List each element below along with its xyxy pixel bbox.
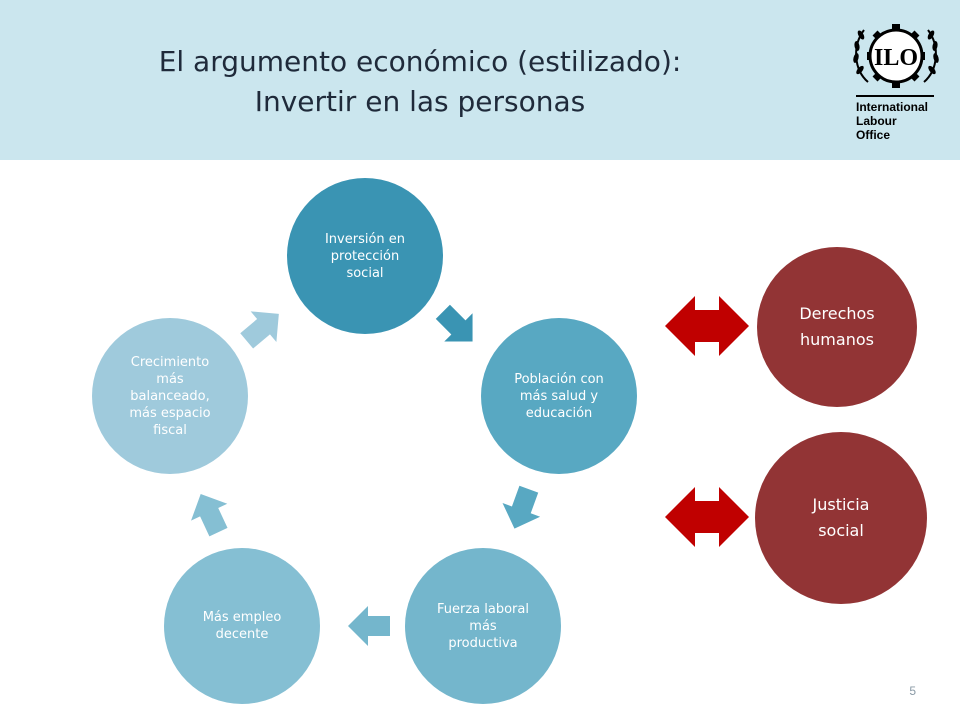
side-text: Justicia — [812, 495, 870, 514]
node-text: productiva — [448, 635, 518, 651]
node-text: más espacio — [129, 405, 211, 421]
side-text: Derechos — [799, 304, 875, 323]
double-arrow-icon — [665, 296, 749, 356]
logo-text-2: Labour — [856, 114, 897, 128]
side-node-social-justice: Justicia social — [755, 432, 927, 604]
node-text: balanceado, — [130, 388, 210, 404]
cycle-node-workforce: Fuerza laboral más productiva — [405, 548, 561, 704]
double-arrow-icon — [665, 487, 749, 547]
node-text: Más empleo — [202, 610, 282, 625]
node-text: Fuerza laboral — [437, 601, 529, 617]
cycle-arrow — [348, 606, 390, 646]
cycle-node-investment: Inversión en protección social — [287, 178, 443, 334]
node-text: Población con — [514, 371, 604, 387]
cycle-arrow — [191, 494, 228, 537]
logo-text-3: Office — [856, 128, 891, 142]
side-text: humanos — [800, 330, 874, 349]
node-text: educación — [525, 405, 593, 421]
node-text: fiscal — [153, 422, 187, 438]
side-text: social — [818, 521, 864, 540]
side-node-human-rights: Derechos humanos — [757, 247, 917, 407]
cycle-arrow — [240, 311, 279, 349]
node-text: más — [156, 371, 184, 387]
logo-text-1: International — [856, 100, 929, 114]
logo-divider — [856, 95, 934, 97]
page-number: 5 — [909, 684, 916, 698]
node-text: más — [469, 618, 497, 634]
cycle-arrow — [502, 485, 541, 529]
node-text: Crecimiento — [130, 354, 210, 370]
cycle-node-employment: Más empleo decente — [164, 548, 320, 704]
node-text: más salud y — [519, 388, 599, 404]
ilo-logo-mark: ILO — [874, 45, 918, 71]
logo-caption: International Labour Office — [856, 100, 946, 142]
node-text: Inversión en — [324, 231, 406, 247]
cycle-arrow — [435, 304, 473, 342]
title-line-2: Invertir en las personas — [254, 85, 586, 118]
node-text: protección — [330, 248, 400, 264]
title-line-1: El argumento económico (estilizado): — [158, 45, 682, 78]
slide-title: El argumento económico (estilizado): Inv… — [60, 42, 780, 122]
node-text: decente — [215, 627, 269, 642]
ilo-logo-icon: ILO — [853, 24, 939, 88]
title-banner — [0, 0, 960, 160]
node-text: social — [346, 265, 384, 281]
cycle-node-population: Población con más salud y educación — [481, 318, 637, 474]
cycle-node-growth: Crecimiento más balanceado, más espacio … — [92, 318, 248, 474]
